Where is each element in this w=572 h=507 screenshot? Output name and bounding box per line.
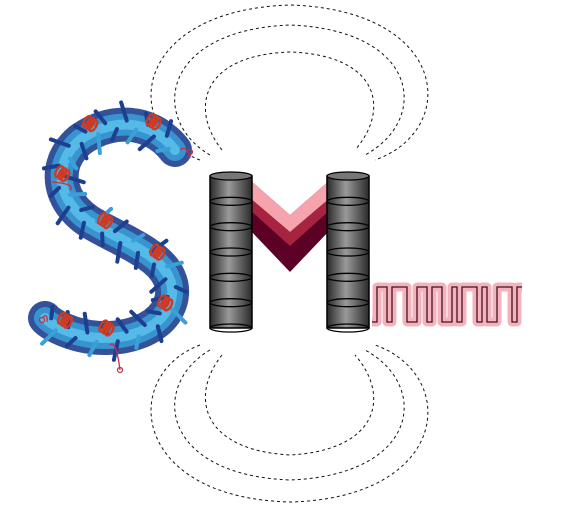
alpha-helix [59, 313, 71, 327]
magnet-segment-ring [209, 323, 253, 333]
beta-strand [119, 100, 129, 123]
right-magnet-stack [326, 171, 370, 333]
magnet-segment-ring [209, 171, 253, 181]
alpha-helix [57, 166, 68, 181]
protein-terminus [186, 148, 194, 156]
beta-strand [129, 309, 147, 328]
chevron-mid [250, 198, 330, 246]
alpha-helix [152, 245, 163, 259]
beta-strand [110, 127, 119, 142]
beta-strand [93, 109, 108, 126]
beta-strand [82, 311, 90, 335]
magnet-segment-ring [326, 298, 370, 308]
m-chevron [250, 180, 330, 272]
alpha-helix [104, 323, 115, 337]
beta-strand [79, 141, 89, 161]
beta-strand [67, 191, 88, 197]
left-magnet-stack [209, 171, 253, 333]
alpha-helix [99, 213, 111, 228]
magnet-segment-ring [209, 272, 253, 282]
beta-strand [115, 240, 123, 264]
alpha-helix [148, 115, 159, 129]
beta-strand [49, 304, 55, 321]
alpha-helix [159, 296, 171, 310]
beta-strand [112, 219, 129, 234]
protein-loop [109, 343, 121, 371]
beta-strand [137, 134, 156, 152]
protein-terminus [116, 366, 124, 374]
protein-terminus [38, 316, 46, 324]
alpha-helix [60, 168, 71, 183]
magnet-segment-ring [326, 222, 370, 232]
trace-line [372, 286, 522, 323]
magnet-segment-ring [326, 272, 370, 282]
alpha-helix [155, 247, 166, 261]
beta-strand [134, 334, 141, 350]
beta-strand [65, 335, 78, 348]
alpha-helix [101, 321, 112, 335]
beta-strand [164, 119, 174, 138]
field-line-bottom-inner [204, 354, 375, 456]
beta-strand [146, 309, 162, 316]
beta-strand [100, 231, 105, 248]
beta-strand [125, 127, 139, 145]
magnet-segment-ring [326, 323, 370, 333]
beta-strand [149, 262, 157, 278]
beta-strand [96, 132, 102, 156]
magnet-segment-ring [209, 247, 253, 257]
beta-strand [87, 339, 99, 358]
force-trace [372, 282, 522, 327]
beta-strand [115, 317, 129, 334]
magnet-segment-ring [326, 196, 370, 206]
chevron-highlight [250, 180, 330, 232]
alpha-helix [162, 298, 174, 312]
protein-loop [51, 181, 72, 191]
beta-strand [164, 260, 184, 269]
beta-strand [169, 307, 188, 325]
beta-strand [67, 156, 79, 171]
beta-strand [48, 137, 71, 148]
magnet-segment-ring [326, 247, 370, 257]
field-line-top-middle [174, 24, 405, 156]
protein-s-shape [28, 100, 194, 374]
field-line-top-inner [204, 51, 375, 151]
beta-strand [131, 232, 146, 243]
alpha-helix [87, 118, 99, 133]
beta-strand [48, 185, 62, 199]
beta-strand [40, 328, 58, 346]
alpha-helix [62, 315, 74, 329]
beta-strand [41, 163, 61, 171]
field-line-bottom-outer [150, 344, 429, 503]
beta-strand [55, 205, 71, 226]
alpha-helix [84, 116, 96, 131]
alpha-helix [151, 117, 162, 131]
field-lines [150, 4, 429, 503]
trace-noise-band [372, 282, 522, 327]
field-line-bottom-middle [174, 349, 405, 481]
protein-strand-layer [40, 119, 180, 343]
beta-strand [78, 220, 86, 240]
beta-strand [155, 146, 171, 154]
beta-strand [73, 124, 88, 134]
beta-strand [149, 277, 168, 294]
field-line-top-outer [150, 4, 429, 161]
beta-strand [155, 324, 164, 344]
magnet-segment-ring [326, 171, 370, 181]
beta-strand [133, 250, 141, 270]
magnet-segment-ring [209, 222, 253, 232]
alpha-helix [102, 215, 114, 230]
protein-loop [179, 147, 191, 159]
magnet-segment-ring [209, 196, 253, 206]
beta-strand [173, 285, 189, 294]
beta-strand [79, 205, 95, 213]
magnet-segment-ring [209, 298, 253, 308]
